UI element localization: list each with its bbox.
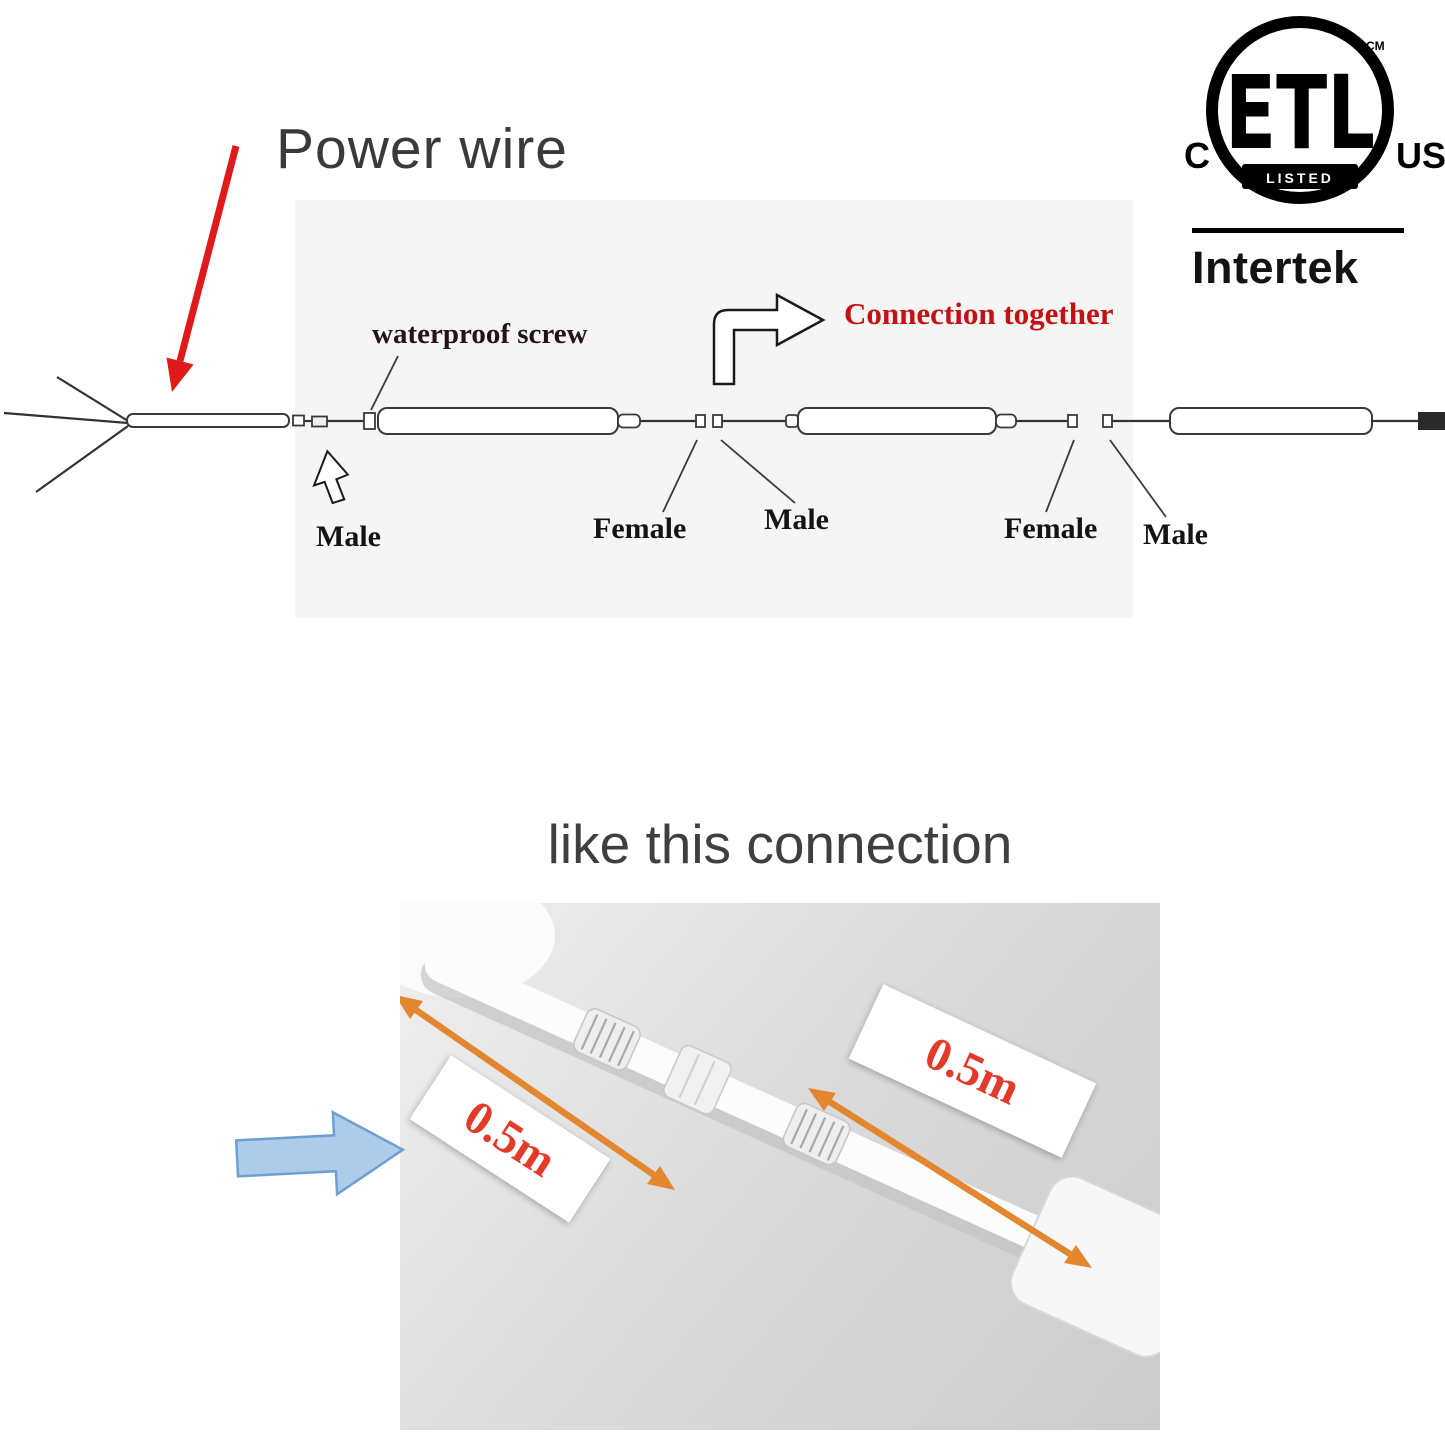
female-connector-2 <box>1067 414 1078 428</box>
listed-ribbon <box>1242 164 1358 189</box>
measure-arrow-left <box>400 996 675 1190</box>
nut-seam <box>678 1053 701 1099</box>
barrel-2-nub <box>995 413 1017 429</box>
tube-barrel-3 <box>1169 407 1373 435</box>
barrel-1-nub <box>617 413 641 429</box>
listed-label: LISTED <box>1266 170 1334 186</box>
collar-1-ridges <box>580 1014 635 1067</box>
nut-seam <box>693 1060 716 1106</box>
female-label-1: Female <box>593 512 687 545</box>
end-cylinder <box>1009 1175 1160 1358</box>
blue-arrow-icon <box>234 1110 406 1197</box>
power-wire-label: Power wire <box>276 117 568 181</box>
male-connector-3 <box>1102 414 1113 428</box>
photo-artwork <box>400 948 1160 1358</box>
pointer-lines <box>370 355 1167 518</box>
male-connector-2 <box>712 414 723 428</box>
edge-connector <box>1418 412 1445 430</box>
intertek-rule <box>1192 228 1404 233</box>
barrel-2-left-nub <box>785 414 799 428</box>
bare-wire-ends <box>3 376 129 493</box>
male-label-3: Male <box>1143 518 1208 551</box>
etl-certification-mark: ETL CM LISTED C US Intertek <box>1178 6 1445 306</box>
cord-end-cap <box>292 414 305 427</box>
waterproof-screw-label: waterproof screw <box>372 318 588 350</box>
etl-circle <box>1206 16 1394 204</box>
connection-photo: 0.5m 0.5m <box>400 903 1160 1430</box>
tube-barrel-2 <box>797 407 997 435</box>
red-arrow-icon <box>166 145 240 392</box>
cable-assembly <box>420 948 1160 1358</box>
etl-letters: ETL <box>1225 54 1375 173</box>
male-label-1: Male <box>316 520 381 553</box>
bottom-heading: like this connection <box>547 813 1013 875</box>
etl-us-label: US <box>1396 135 1445 176</box>
intertek-label: Intertek <box>1192 242 1359 293</box>
female-label-2: Female <box>1004 512 1098 545</box>
cursor-arrow-icon <box>312 449 350 505</box>
waterproof-screw-part <box>363 412 376 430</box>
collar-2-ridges <box>790 1108 845 1161</box>
power-cord <box>126 413 290 428</box>
etl-cm-mark: CM <box>1366 39 1385 53</box>
measure-arrow-right <box>808 1088 1092 1268</box>
male-connector-1 <box>311 415 328 428</box>
bent-arrow-icon <box>712 292 826 386</box>
male-label-2: Male <box>764 503 829 536</box>
female-connector-1 <box>695 414 706 428</box>
etl-logo: ETL CM LISTED C US <box>1184 16 1445 233</box>
etl-c-label: C <box>1184 135 1210 176</box>
connection-together-label: Connection together <box>844 296 1114 331</box>
wiring-diagram <box>3 145 1445 518</box>
tube-barrel-1 <box>377 407 619 435</box>
